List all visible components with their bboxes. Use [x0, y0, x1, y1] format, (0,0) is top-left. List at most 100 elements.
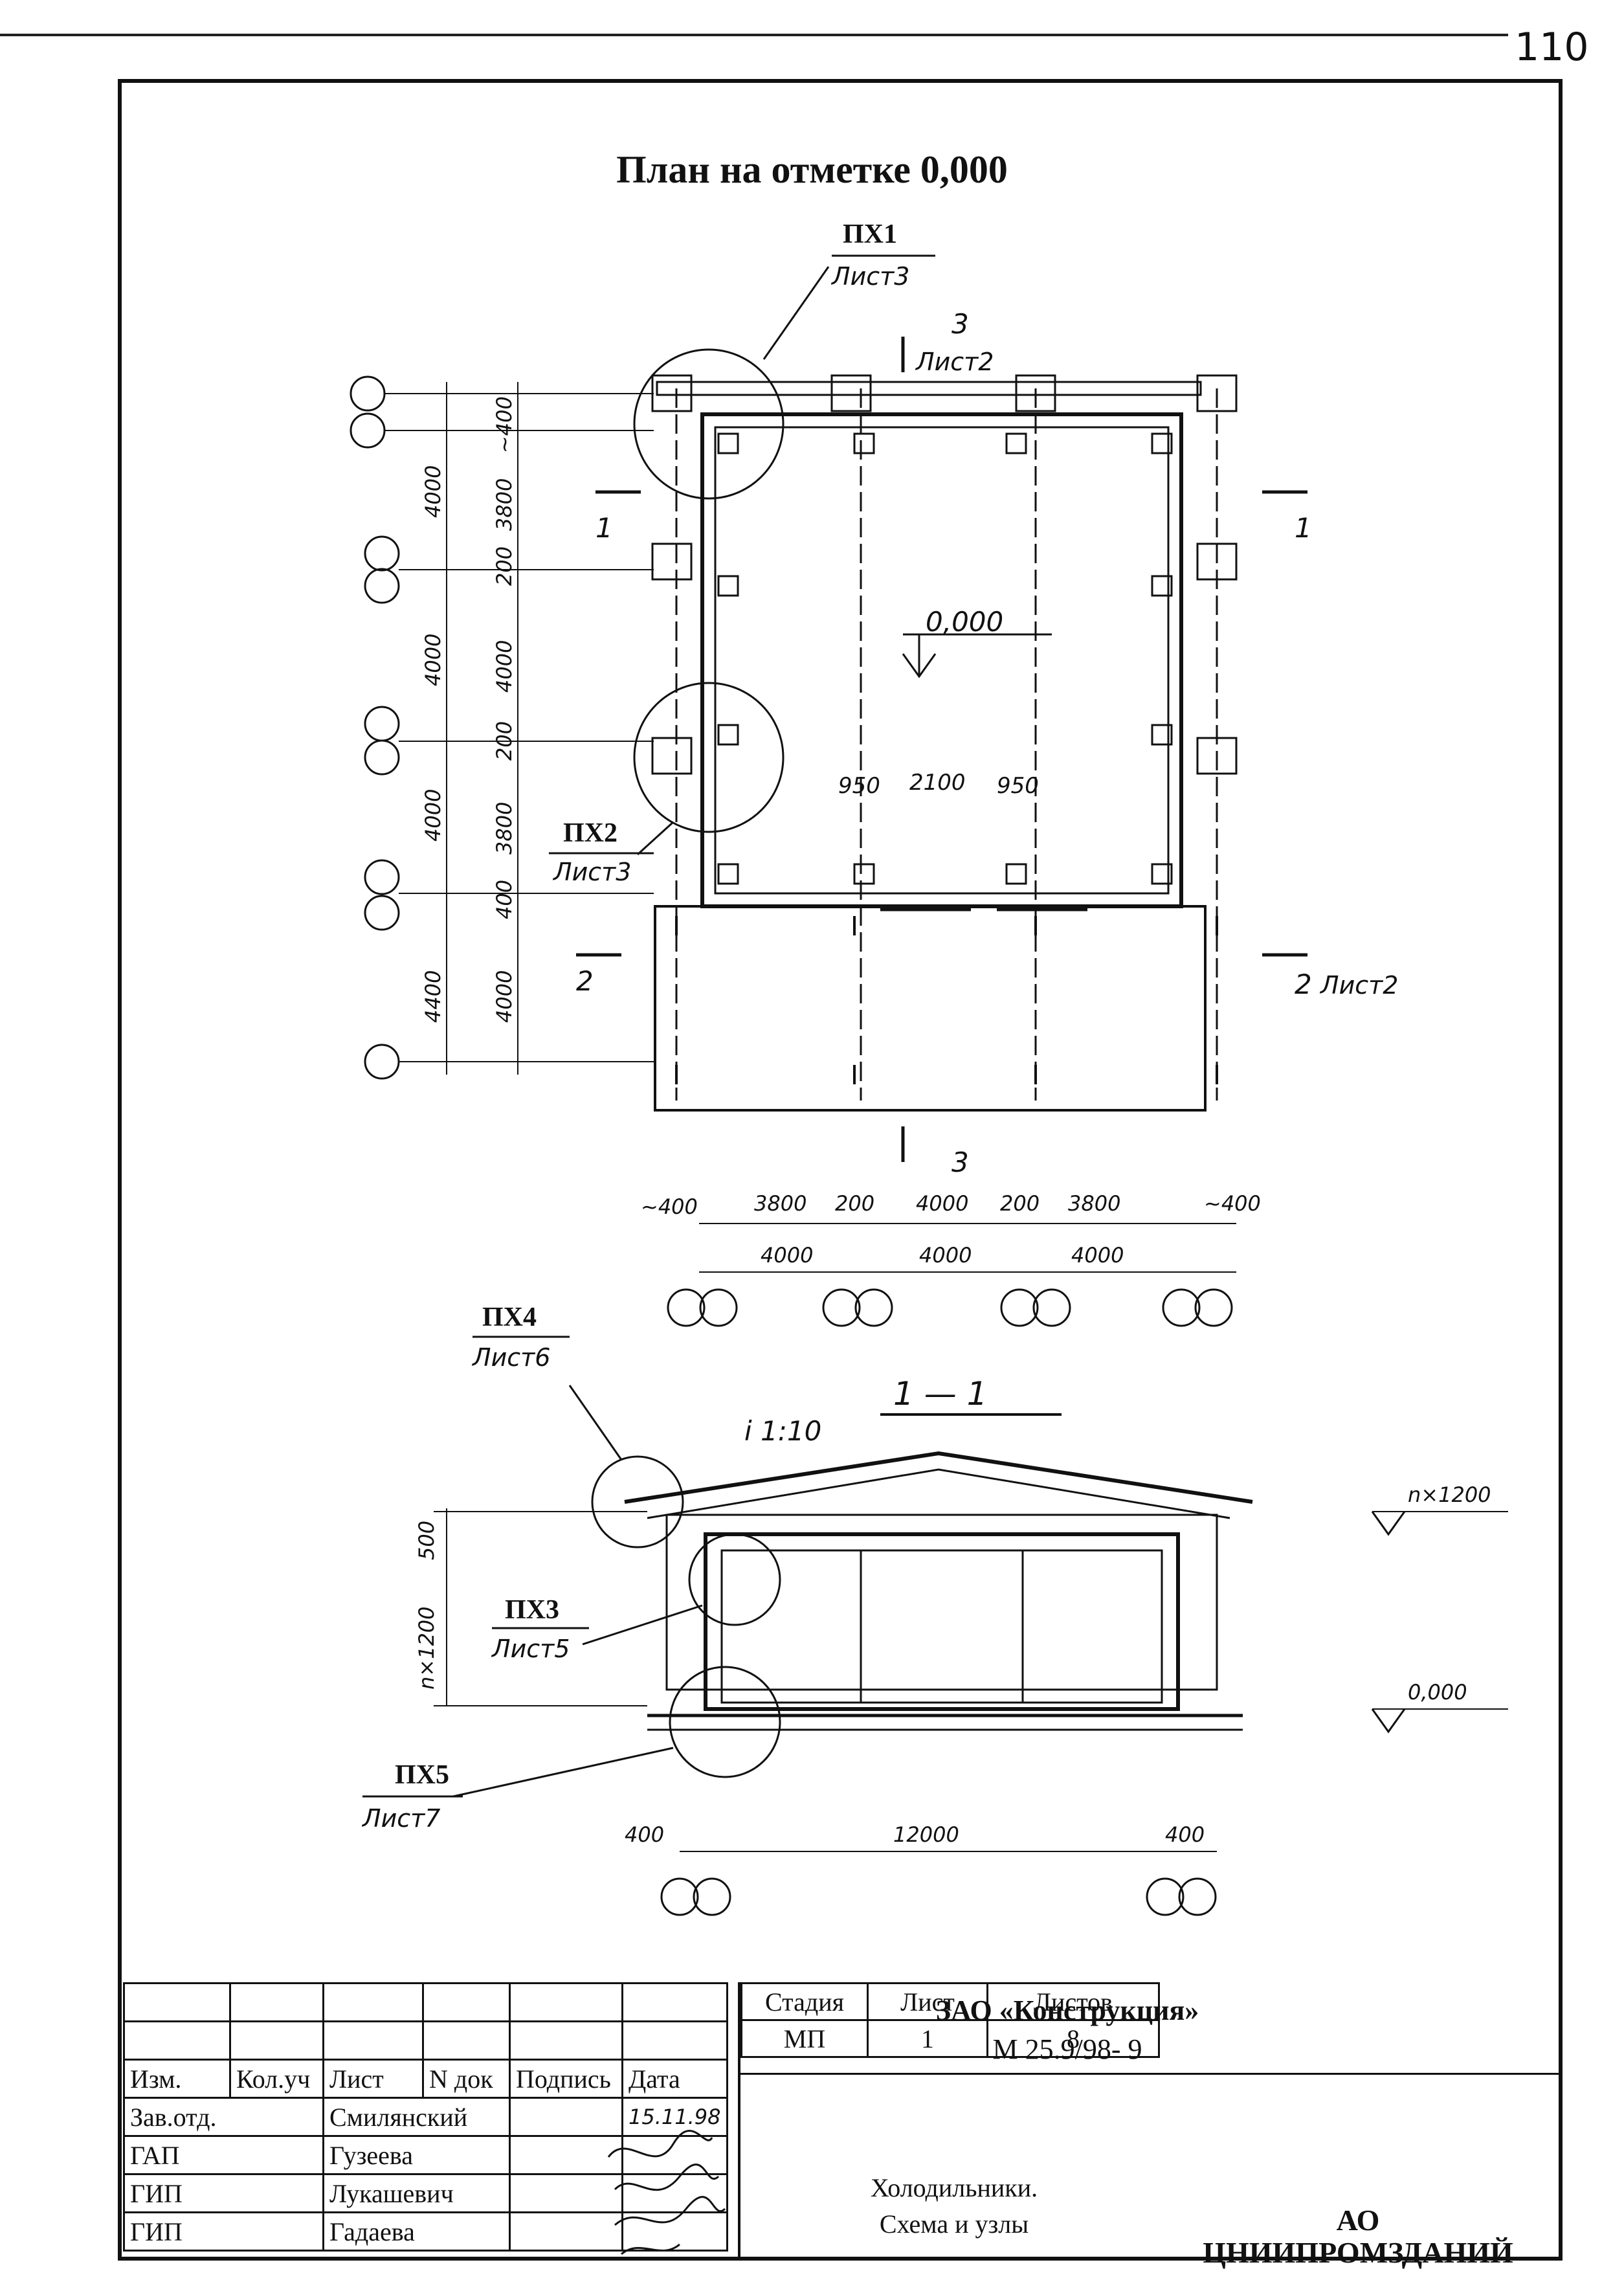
object-line-1: Холодильники.: [870, 2173, 1038, 2202]
left-dim-inner-4: 4000: [492, 640, 517, 693]
left-axis-lines: [384, 382, 654, 1075]
left-dim-outer-1: 4000: [421, 465, 445, 518]
bottom-dim-top-4: 4000: [916, 1191, 968, 1216]
sheets-header: Листов: [986, 1982, 1160, 2021]
section-dim-500: 500: [414, 1521, 439, 1560]
px2-sheet: Лист3: [552, 858, 631, 886]
signature-name: Лукашевич: [322, 2173, 511, 2213]
left-dim-outer-3: 4000: [421, 789, 445, 842]
px5-sheet: Лист7: [361, 1804, 440, 1833]
header-data: Дата: [621, 2059, 728, 2099]
sheet-corner-number: 110: [1515, 25, 1589, 70]
roof-slope: i 1:10: [744, 1415, 821, 1447]
px4-label: ПХ4: [482, 1302, 537, 1332]
header-list: Лист: [322, 2059, 424, 2099]
signature-header-row: Изм. Кол.уч Лист N док Подпись Дата: [123, 2059, 728, 2099]
left-axis-bubbles: [350, 375, 400, 1080]
signature-mark: [509, 2173, 623, 2213]
bottom-dim-top-1: ~400: [641, 1194, 698, 1219]
signature-role: ГИП: [123, 2173, 324, 2213]
left-dim-inner-6: 3800: [492, 802, 517, 855]
left-dim-inner-5: 200: [492, 721, 517, 761]
left-dim-inner-7: 400: [492, 880, 517, 919]
top-rule: [0, 34, 1508, 36]
header-n-dok: N док: [422, 2059, 511, 2099]
detail-circle-px4: [591, 1455, 684, 1548]
bottom-dim-bottom-1: 4000: [761, 1243, 813, 1268]
px3-sheet: Лист5: [491, 1635, 570, 1663]
detail-circle-px2: [633, 682, 784, 833]
leader-px1: [762, 266, 830, 360]
door-dim-right: 950: [997, 773, 1039, 799]
bottom-axis-bubbles: [667, 1288, 1233, 1327]
bottom-dim-bottom-3: 4000: [1071, 1243, 1124, 1268]
px4-sheet: Лист6: [471, 1343, 550, 1372]
sheet-value: 1: [867, 2019, 988, 2058]
bottom-dim-top-7: ~400: [1204, 1191, 1261, 1216]
section2-right-sheet: Лист2: [1319, 971, 1398, 1000]
bottom-dim-lines: [699, 1223, 1236, 1273]
chamber-section-inner: [720, 1549, 1163, 1704]
plan-title: План на отметке 0,000: [616, 148, 1008, 191]
signature-name: Гадаева: [322, 2211, 511, 2252]
bottom-dim-top-2: 3800: [754, 1191, 806, 1216]
signature-row: Зав.отд. Смилянский 15.11.98: [123, 2097, 728, 2137]
roof-line: [624, 1451, 1253, 1504]
section3-bottom-number: 3: [951, 1146, 969, 1178]
bottom-dim-top-3: 200: [835, 1191, 874, 1216]
signature-date: 15.11.98: [621, 2097, 728, 2137]
left-dim-outer-2: 4000: [421, 634, 445, 686]
canopy-columns: [675, 916, 1218, 1084]
roof-beam-top: [656, 381, 1202, 396]
sheets-value: 8: [986, 2019, 1160, 2058]
left-dim-inner-2: 3800: [492, 478, 517, 531]
signature-date: [621, 2173, 728, 2213]
signature-role: ГИП: [123, 2211, 324, 2252]
door-dim-center: 2100: [909, 770, 966, 796]
signature-role: ГАП: [123, 2135, 324, 2175]
plan-level-mark: 0,000: [926, 606, 1003, 638]
section-markers: [576, 337, 1307, 1162]
section2-right-number: 2: [1295, 968, 1312, 1000]
bottom-dim-top-6: 3800: [1068, 1191, 1120, 1216]
signature-name: Гузеева: [322, 2135, 511, 2175]
signature-mark: [509, 2135, 623, 2175]
header-izm: Изм.: [123, 2059, 231, 2099]
signature-role: Зав.отд.: [123, 2097, 324, 2137]
signature-mark: [509, 2097, 623, 2137]
sheet-frame: [118, 79, 1563, 2261]
leader-px2: [636, 821, 674, 856]
chamber-section-outer: [704, 1532, 1180, 1711]
signature-table: Изм. Кол.уч Лист N док Подпись Дата Зав.…: [123, 1982, 728, 2252]
header-podpis: Подпись: [509, 2059, 623, 2099]
section1-right-number: 1: [1295, 512, 1312, 544]
institute-name: АО ЦНИИПРОМЗДАНИЙ: [1155, 2204, 1561, 2269]
signature-mark: [509, 2211, 623, 2252]
object-line-2: Схема и узлы: [879, 2209, 1029, 2239]
canopy-outline: [654, 905, 1207, 1112]
sheet-header: Лист: [867, 1982, 988, 2021]
px3-label: ПХ3: [505, 1595, 559, 1625]
left-dim-inner-8: 4000: [492, 970, 517, 1023]
institute-line-2: ЦНИИПРОМЗДАНИЙ: [1203, 2236, 1513, 2269]
bottom-dim-bottom-2: 4000: [919, 1243, 972, 1268]
roof-line-inner: [647, 1468, 1230, 1519]
px5-label: ПХ5: [395, 1760, 449, 1790]
title-block-right: ЗАО «Конструкция» М 25.9/98- 9 Холодильн…: [738, 1982, 1561, 2269]
plan-drawing: [350, 266, 1307, 1327]
outer-columns: [651, 374, 1238, 775]
section-title: 1 — 1: [893, 1375, 987, 1413]
section-bottom-dim-left: 400: [625, 1822, 664, 1847]
right-mark-nx1200: n×1200: [1408, 1482, 1491, 1507]
right-mark-level: 0,000: [1408, 1680, 1467, 1705]
section3-top-sheet: Лист2: [915, 348, 994, 376]
object-description: Холодильники. Схема и узлы: [740, 2170, 1168, 2242]
left-dim-outer-4: 4400: [421, 970, 445, 1023]
stage-header: Стадия: [740, 1982, 869, 2021]
header-kol-uch: Кол.уч: [229, 2059, 324, 2099]
stage-value: МП: [740, 2019, 869, 2058]
section1-left-number: 1: [595, 512, 613, 544]
handwritten-signatures: [607, 2130, 726, 2255]
detail-circle-px5: [669, 1666, 781, 1778]
